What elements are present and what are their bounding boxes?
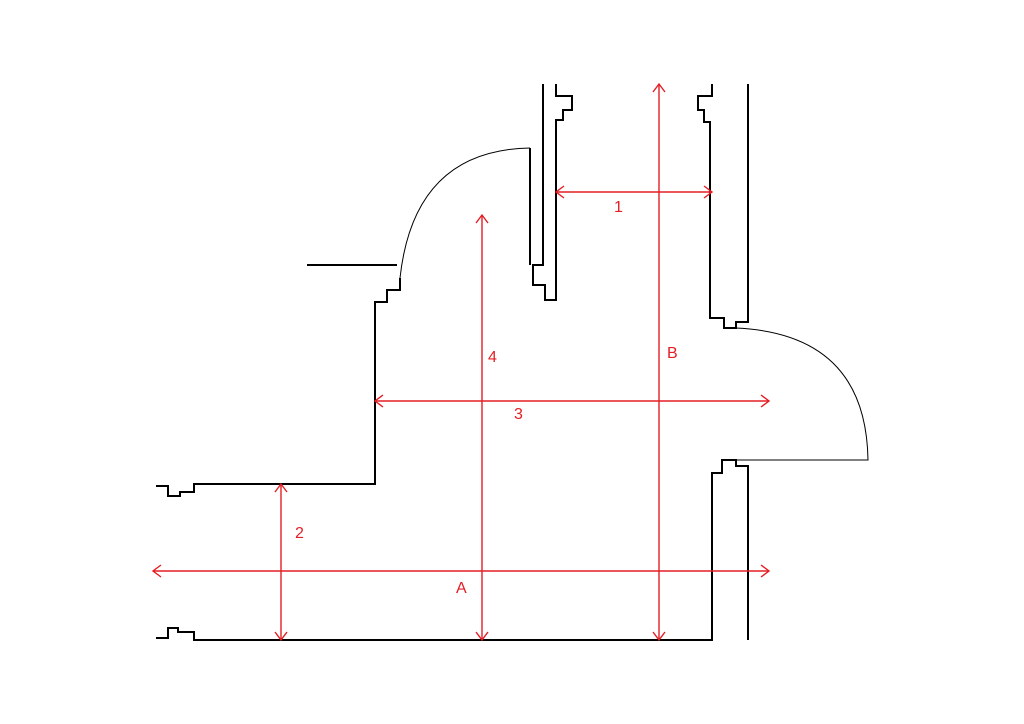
- bottom-wall: [156, 459, 749, 641]
- arrowhead: [652, 82, 666, 93]
- arrowhead: [274, 631, 288, 642]
- dimension-label-4: 4: [488, 349, 497, 366]
- arrowhead: [760, 564, 771, 578]
- upper-door-swing: [399, 147, 531, 279]
- left-upper-wall: [156, 278, 401, 497]
- arrowhead: [475, 631, 489, 642]
- arrowhead: [274, 482, 288, 493]
- arrowhead: [760, 394, 771, 408]
- right-door-swing: [735, 327, 869, 461]
- dimension-label-1: 1: [614, 199, 623, 216]
- dimension-label-b: B: [667, 345, 678, 362]
- arrowhead: [554, 185, 565, 199]
- walls: [156, 84, 749, 641]
- dimension-label-2: 2: [295, 525, 304, 542]
- vertical-right-wall: [697, 84, 749, 329]
- dimension-lines: [151, 82, 771, 642]
- doors: [399, 147, 869, 461]
- dimension-labels: 1 B 4 3 2 A: [295, 199, 678, 597]
- arrowhead: [652, 631, 666, 642]
- arrowhead: [151, 564, 162, 578]
- dimension-label-3: 3: [514, 406, 523, 423]
- dimension-label-a: A: [456, 580, 467, 597]
- arrowhead: [373, 394, 384, 408]
- arrowhead: [475, 213, 489, 224]
- arrowhead: [703, 185, 714, 199]
- vertical-left-wall-inner: [532, 84, 573, 301]
